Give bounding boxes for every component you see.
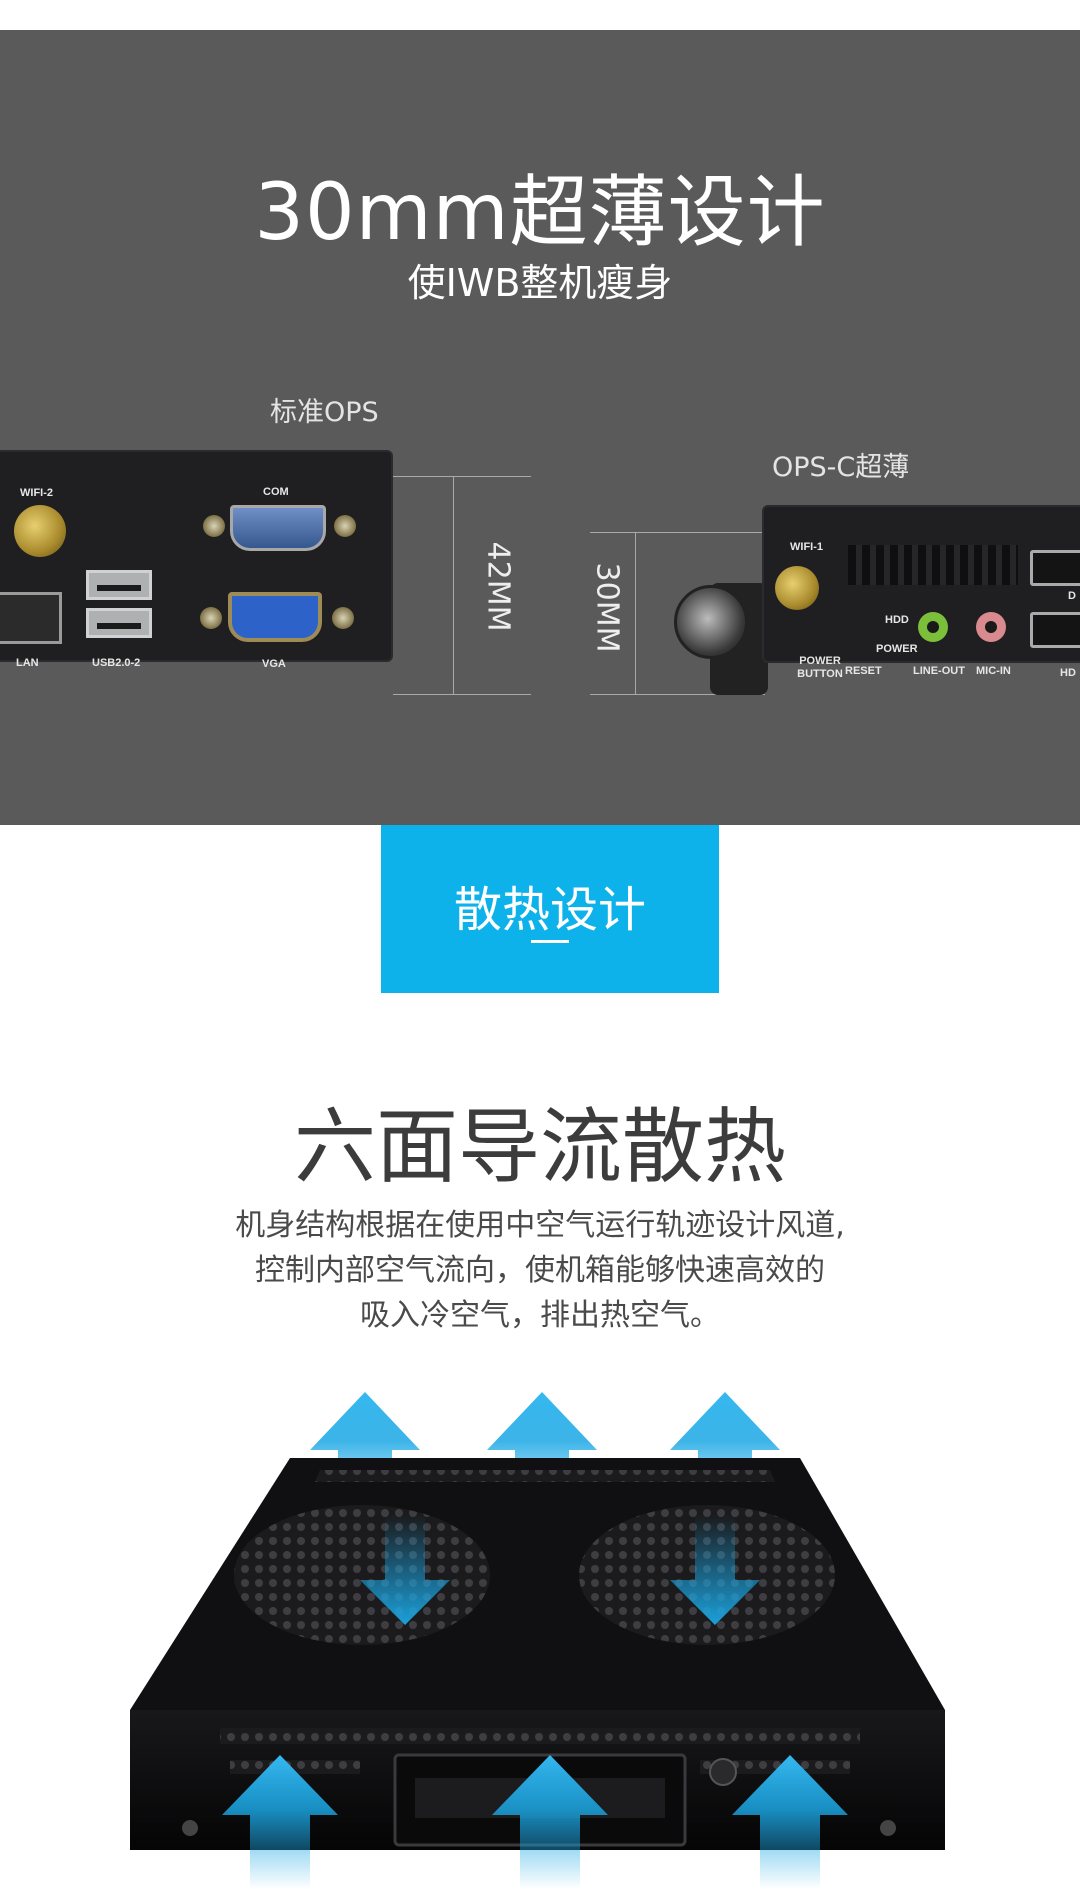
wifi2-port-label: WIFI-2 bbox=[20, 487, 53, 499]
wifi1-port-label: WIFI-1 bbox=[790, 541, 823, 553]
mic-in-jack-icon bbox=[976, 612, 1006, 642]
cooling-section-tab: 散热设计 bbox=[381, 825, 719, 993]
dimension-line bbox=[393, 694, 531, 695]
screw-icon bbox=[332, 607, 354, 629]
usb-port-icon bbox=[86, 570, 152, 600]
cooling-tab-label: 散热设计 bbox=[453, 882, 646, 938]
dimension-line bbox=[453, 476, 454, 695]
tab-underline bbox=[531, 940, 569, 943]
dimension-line bbox=[393, 476, 531, 477]
lan-port-icon bbox=[0, 592, 62, 644]
usb-port-label: USB2.0-2 bbox=[92, 657, 141, 669]
wifi-antenna-icon bbox=[14, 505, 66, 557]
slim-title: 30mm超薄设计 bbox=[254, 168, 826, 258]
vga-port-label: VGA bbox=[262, 658, 286, 670]
usb-port-icon bbox=[86, 608, 152, 638]
screw-icon bbox=[200, 607, 222, 629]
com-port-label: COM bbox=[263, 486, 289, 498]
cooling-description: 机身结构根据在使用中空气运行轨迹设计风道, 控制内部空气流向，使机箱能够快速高效… bbox=[0, 1203, 1080, 1338]
cooling-desc-line-3: 吸入冷空气，排出热空气。 bbox=[360, 1298, 720, 1333]
line-out-label: LINE-OUT bbox=[913, 665, 965, 677]
dp-port-label: D bbox=[1068, 590, 1076, 602]
cooling-desc-line-2: 控制内部空气流向，使机箱能够快速高效的 bbox=[255, 1253, 825, 1288]
vent-grille bbox=[848, 545, 1018, 585]
hdd-led-label: HDD bbox=[885, 614, 909, 626]
standard-height-label: 42MM bbox=[480, 541, 516, 632]
line-out-jack-icon bbox=[918, 612, 948, 642]
hdmi-port-icon bbox=[1030, 612, 1080, 648]
standard-ops-label: 标准OPS bbox=[270, 397, 379, 428]
mic-in-label: MIC-IN bbox=[976, 665, 1011, 677]
power-led-label: POWER bbox=[876, 643, 918, 655]
slim-design-section: 30mm超薄设计 使IWB整机瘦身 bbox=[0, 30, 1080, 825]
displayport-icon bbox=[1030, 550, 1080, 586]
standard-ops-panel bbox=[0, 450, 393, 662]
cooling-title: 六面导流散热 bbox=[293, 1100, 786, 1195]
power-button-label: POWER BUTTON bbox=[797, 655, 843, 680]
screw-icon bbox=[334, 515, 356, 537]
ops-device-airflow-illustration bbox=[130, 1392, 945, 1889]
opsc-height-label: 30MM bbox=[589, 562, 625, 653]
lan-port-label: LAN bbox=[16, 657, 39, 669]
exhaust-arrow-icon bbox=[670, 1392, 780, 1515]
vga-port-icon bbox=[228, 592, 322, 642]
exhaust-arrow-icon bbox=[487, 1392, 597, 1515]
opsc-label: OPS-C超薄 bbox=[772, 452, 910, 483]
reset-button-label: RESET bbox=[845, 665, 882, 677]
slim-subtitle: 使IWB整机瘦身 bbox=[407, 261, 673, 305]
com-port-icon bbox=[230, 505, 326, 551]
dimension-line bbox=[590, 694, 765, 695]
hdmi-port-label: HD bbox=[1060, 667, 1076, 679]
screw-icon bbox=[203, 515, 225, 537]
exhaust-arrow-icon bbox=[310, 1392, 420, 1515]
dimension-line bbox=[635, 532, 636, 695]
wifi-antenna-icon bbox=[775, 566, 819, 610]
thumb-screw-icon bbox=[674, 585, 748, 659]
cooling-desc-line-1: 机身结构根据在使用中空气运行轨迹设计风道, bbox=[235, 1208, 845, 1243]
dimension-line bbox=[590, 532, 765, 533]
